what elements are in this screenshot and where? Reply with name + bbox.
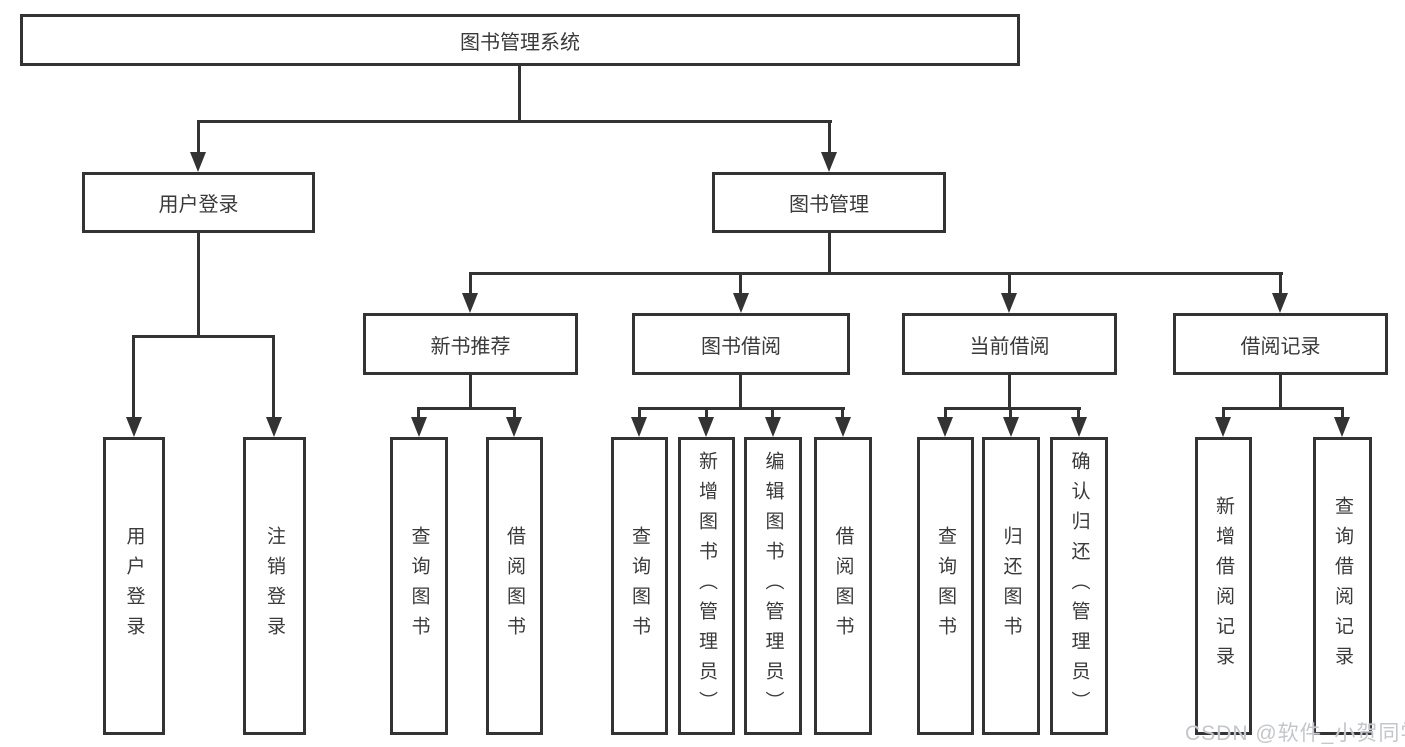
- connector-line: [638, 407, 845, 410]
- arrow-down-icon: [733, 293, 749, 313]
- node-book-management: 图书管理: [712, 172, 946, 233]
- connector-line: [1222, 407, 1225, 419]
- arrow-down-icon: [937, 417, 953, 437]
- connector-line: [417, 407, 516, 410]
- arrow-down-icon: [631, 417, 647, 437]
- arrow-down-icon: [1071, 417, 1087, 437]
- node-book-borrow-label: 图书借阅: [701, 335, 781, 358]
- leaf-query-books-borrow-label: 查询图书: [629, 526, 650, 646]
- connector-line: [469, 272, 472, 295]
- leaf-return-books: 归还图书: [982, 437, 1040, 735]
- leaf-query-books-borrow: 查询图书: [611, 437, 668, 735]
- arrow-down-icon: [835, 417, 851, 437]
- arrow-down-icon: [411, 417, 427, 437]
- connector-line: [1222, 407, 1344, 410]
- leaf-user-login-label: 用户登录: [123, 526, 145, 646]
- arrow-down-icon: [698, 417, 714, 437]
- connector-line: [518, 66, 521, 123]
- node-new-book-recommend-label: 新书推荐: [430, 335, 511, 358]
- connector-line: [197, 120, 200, 154]
- arrow-down-icon: [462, 293, 478, 313]
- connector-line: [417, 407, 420, 419]
- leaf-user-login: 用户登录: [103, 437, 165, 735]
- node-borrow-records-label: 借阅记录: [1240, 335, 1321, 358]
- connector-line: [739, 272, 742, 295]
- leaf-logout: 注销登录: [243, 437, 306, 735]
- arrow-down-icon: [190, 152, 206, 172]
- leaf-add-books-admin-label: 新增图书（管理员）: [696, 451, 717, 721]
- leaf-query-books-current: 查询图书: [917, 437, 974, 735]
- leaf-confirm-return-admin-label: 确认归还（管理员）: [1068, 451, 1090, 721]
- connector-line: [1279, 272, 1282, 295]
- connector-line: [469, 375, 472, 410]
- node-library-system-label: 图书管理系统: [460, 31, 580, 54]
- node-new-book-recommend: 新书推荐: [363, 313, 578, 375]
- leaf-add-borrow-record-label: 新增借阅记录: [1213, 496, 1234, 676]
- connector-line: [513, 407, 516, 419]
- connector-line: [828, 233, 831, 275]
- connector-line: [1008, 375, 1011, 410]
- connector-line: [132, 335, 275, 338]
- connector-line: [705, 407, 708, 419]
- node-current-borrow-label: 当前借阅: [969, 335, 1050, 358]
- node-borrow-records: 借阅记录: [1173, 313, 1388, 375]
- leaf-borrow-books: 借阅图书: [814, 437, 872, 735]
- leaf-add-books-admin: 新增图书（管理员）: [678, 437, 735, 735]
- leaf-edit-books-admin: 编辑图书（管理员）: [744, 437, 802, 735]
- arrow-down-icon: [1334, 417, 1350, 437]
- connector-line: [1341, 407, 1344, 419]
- leaf-edit-books-admin-label: 编辑图书（管理员）: [762, 451, 784, 721]
- connector-line: [1009, 407, 1012, 419]
- connector-line: [771, 407, 774, 419]
- arrow-down-icon: [126, 417, 142, 437]
- connector-line: [1008, 272, 1011, 295]
- arrow-down-icon: [1215, 417, 1231, 437]
- leaf-confirm-return-admin: 确认归还（管理员）: [1050, 437, 1108, 735]
- node-user-login-label: 用户登录: [158, 194, 239, 216]
- arrow-down-icon: [821, 152, 837, 172]
- leaf-borrow-books-recommend-label: 借阅图书: [504, 526, 525, 646]
- node-library-system: 图书管理系统: [20, 14, 1020, 66]
- csdn-watermark: CSDN @软件_小贺同学: [1185, 722, 1405, 745]
- node-user-login: 用户登录: [82, 172, 315, 233]
- arrow-down-icon: [1001, 293, 1017, 313]
- node-current-borrow: 当前借阅: [902, 313, 1117, 375]
- connector-line: [1279, 375, 1282, 410]
- leaf-logout-label: 注销登录: [264, 526, 285, 646]
- leaf-query-books-current-label: 查询图书: [935, 526, 956, 646]
- arrow-down-icon: [506, 417, 522, 437]
- connector-line: [841, 407, 844, 419]
- leaf-borrow-books-label: 借阅图书: [832, 526, 854, 646]
- leaf-return-books-label: 归还图书: [1000, 526, 1022, 646]
- connector-line: [272, 335, 275, 419]
- arrow-down-icon: [1272, 293, 1288, 313]
- arrow-down-icon: [765, 417, 781, 437]
- connector-line: [739, 375, 742, 410]
- leaf-add-borrow-record: 新增借阅记录: [1195, 437, 1252, 735]
- leaf-query-books-recommend-label: 查询图书: [408, 526, 430, 646]
- connector-line: [944, 407, 947, 419]
- leaf-query-borrow-record-label: 查询借阅记录: [1332, 496, 1353, 676]
- connector-line: [197, 233, 200, 335]
- connector-line: [944, 407, 1081, 410]
- connector-line: [469, 272, 1283, 275]
- leaf-borrow-books-recommend: 借阅图书: [486, 437, 543, 735]
- connector-line: [1077, 407, 1080, 419]
- connector-line: [638, 407, 641, 419]
- node-book-management-label: 图书管理: [789, 194, 869, 216]
- connector-line: [132, 335, 135, 419]
- leaf-query-borrow-record: 查询借阅记录: [1313, 437, 1372, 735]
- leaf-query-books-recommend: 查询图书: [390, 437, 448, 735]
- node-book-borrow: 图书借阅: [632, 313, 850, 375]
- arrow-down-icon: [266, 417, 282, 437]
- connector-line: [828, 120, 831, 154]
- arrow-down-icon: [1003, 417, 1019, 437]
- connector-line: [197, 120, 832, 123]
